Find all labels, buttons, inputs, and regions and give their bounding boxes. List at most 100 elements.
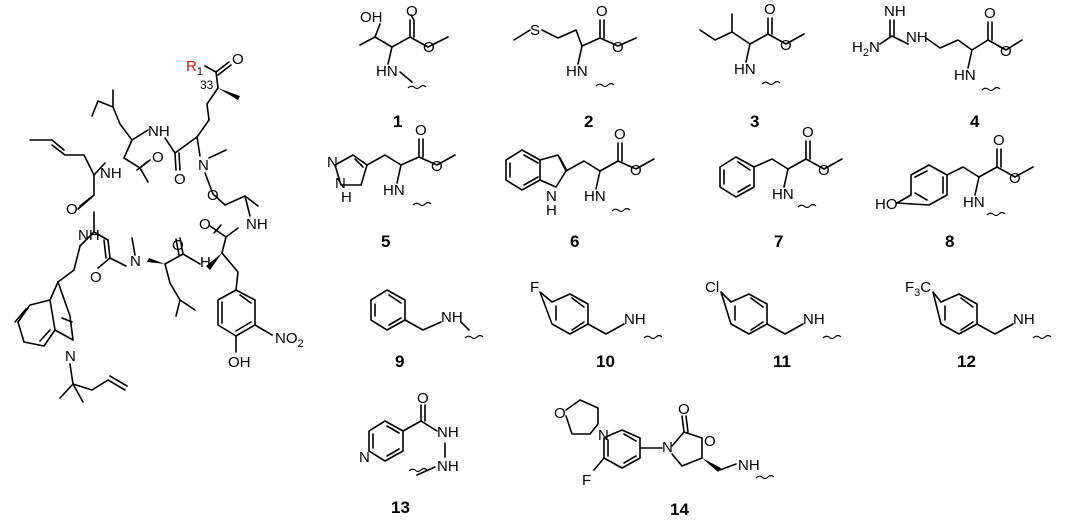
morpholine-o: O [554, 405, 566, 422]
carbonyl-o-tyr: O [199, 216, 211, 233]
pyridine-n: N [359, 449, 370, 466]
amine-hn: HN [383, 182, 405, 199]
oxazolidinone-n: N [662, 439, 673, 456]
imidazole-nh: N [335, 175, 346, 192]
amine-hn: HN [963, 194, 985, 211]
amine-h2n: H2N [852, 39, 880, 59]
carbonyl-o: O [678, 401, 690, 418]
ester-o-carbonyl: O [415, 122, 427, 139]
amine-hn: HN [954, 67, 976, 84]
indole-h: H [546, 202, 557, 219]
compound-label-10: 10 [596, 352, 615, 371]
amine-hn: HN [734, 61, 756, 78]
amide-nh-trp: NH [78, 227, 100, 244]
compound-label-3: 3 [750, 112, 759, 131]
amide-nh-left: NH [100, 165, 122, 182]
ester-o-carbonyl: O [596, 3, 608, 20]
compound-6: N H O O HN 6 [505, 126, 655, 251]
amine-hn: HN [566, 63, 588, 80]
compound-11: Cl NH 11 [705, 279, 842, 371]
compound-7: O O HN 7 [719, 124, 843, 251]
amide-h-tyr: H [200, 254, 211, 271]
compound-14: O N F N O O NH 14 [554, 399, 775, 519]
n-methyl-n: N [198, 157, 209, 174]
r1-label: R1 [186, 58, 203, 78]
imine-nh: NH [884, 3, 906, 20]
compound-label-8: 8 [945, 232, 954, 251]
compound-5: N H N O O HN 5 [327, 122, 456, 251]
carbonyl-o-ala: O [207, 187, 219, 204]
ester-o-carbonyl: O [984, 5, 996, 22]
amine-nh: NH [1013, 311, 1035, 328]
compound-label-7: 7 [774, 232, 783, 251]
ester-o: O [818, 162, 830, 179]
ester-o: O [431, 158, 443, 175]
fluorine: F [530, 279, 539, 296]
amine-hn: HN [772, 186, 794, 203]
fluorine: F [582, 472, 591, 489]
ester-o-carbonyl: O [802, 124, 814, 141]
compound-label-12: 12 [957, 352, 976, 371]
morpholine-n: N [598, 427, 609, 444]
hydrazide-nh: NH [437, 424, 459, 441]
ester-o-carbonyl: O [406, 3, 418, 20]
ester-o-carbonyl: O [764, 1, 776, 18]
compound-label-14: 14 [670, 500, 689, 519]
compound-label-5: 5 [381, 232, 390, 251]
compound-3: O O HN 3 [699, 1, 805, 131]
compound-13: N O NH NH 13 [359, 390, 459, 517]
macrocycle-scaffold: R1 33 O NH O N NH O O NH O H NO2 OH [14, 51, 304, 403]
amine-hn: HN [584, 188, 606, 205]
chlorine: Cl [705, 279, 719, 296]
compound-10: F NH 10 [530, 279, 663, 371]
compound-label-2: 2 [584, 112, 593, 131]
amine-nh: NH [624, 311, 646, 328]
compound-9: NH 9 [370, 289, 484, 371]
indole-n: N [65, 348, 76, 365]
ester-o: O [1009, 170, 1021, 187]
compound-4: NH H2N NH O O HN 4 [852, 3, 1023, 131]
carbonyl-o: O [417, 390, 429, 407]
ester-o: O [780, 37, 792, 54]
amide-nh-right: NH [246, 216, 268, 233]
amine-nh: NH [906, 29, 928, 46]
amine-nh: NH [738, 457, 760, 474]
phenol-ho: HO [875, 196, 898, 213]
carbonyl-o-2: O [152, 149, 164, 166]
compound-label-6: 6 [570, 232, 579, 251]
carbonyl-o: O [174, 171, 186, 188]
imidazole-n: N [327, 154, 338, 171]
carbonyl-o-left: O [66, 201, 78, 218]
trifluoromethyl: F3C [905, 279, 931, 299]
compound-1: OH O O HN 1 [359, 3, 449, 131]
ester-o: O [612, 39, 624, 56]
amide-nh-top: NH [148, 123, 170, 140]
ester-o: O [630, 162, 642, 179]
compound-2: S O O HN 2 [513, 3, 637, 131]
compound-label-1: 1 [393, 112, 402, 131]
ester-o: O [423, 39, 435, 56]
hydroxyl: OH [360, 9, 383, 26]
carbonyl-oxygen: O [232, 51, 244, 68]
ester-o-carbonyl: O [993, 132, 1005, 149]
amine-hn: HN [376, 63, 398, 80]
ester-o-carbonyl: O [614, 126, 626, 143]
amine-nh: NH [803, 311, 825, 328]
compound-label-11: 11 [773, 352, 791, 371]
amine-nh: NH [441, 309, 463, 326]
nitro-group: NO2 [275, 330, 304, 350]
compound-label-13: 13 [391, 498, 410, 517]
compound-12: F3C NH 12 [905, 279, 1052, 371]
n-methyl-n-2: N [130, 253, 141, 270]
indole-n: N [546, 188, 557, 205]
ester-o: O [1000, 43, 1012, 60]
compound-label-4: 4 [970, 112, 980, 131]
compound-label-9: 9 [395, 352, 404, 371]
ring-o: O [704, 433, 716, 450]
hydrazide-nh-2: NH [437, 458, 459, 475]
imidazole-h: H [341, 189, 352, 206]
thioether-s: S [530, 22, 540, 39]
phenol-oh: OH [228, 354, 251, 371]
position-33-label: 33 [200, 78, 214, 92]
compound-8: HO O O HN 8 [875, 132, 1034, 251]
